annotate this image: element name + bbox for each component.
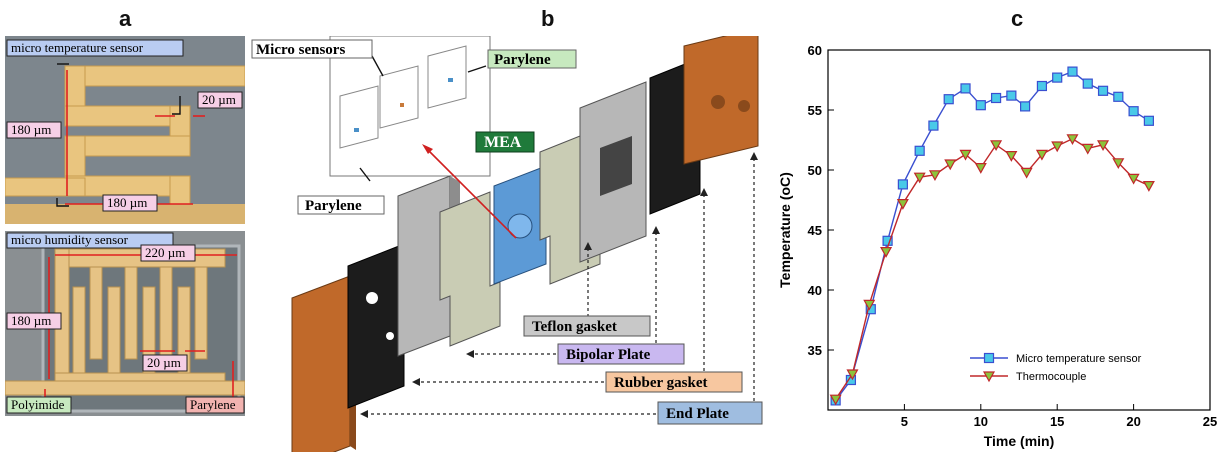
data-point	[1142, 181, 1155, 192]
temperature-sensor-micrograph: micro temperature sensor 20 µm 180 µm 18…	[5, 36, 245, 224]
legend-marker	[983, 352, 995, 364]
panel-a-bottom-title: micro humidity sensor	[11, 232, 129, 247]
data-point	[863, 299, 876, 311]
panel-b-exploded-diagram: Micro sensors Parylene Parylene	[251, 36, 763, 452]
mea-label: MEA	[484, 134, 522, 151]
data-point	[1097, 140, 1110, 152]
y-axis-label: Temperature (oC)	[777, 172, 793, 288]
panel-letter-a: a	[119, 6, 132, 31]
panel-a-top-width-label: 180 µm	[107, 195, 147, 210]
y-tick-label: 60	[808, 43, 822, 58]
chart-ticks: 5 10 15 20 25 35 40 45 50 55 60	[808, 43, 1218, 429]
data-point	[1035, 149, 1048, 161]
data-point	[990, 140, 1003, 152]
data-point	[928, 120, 939, 131]
panel-a-top-height-label: 180 µm	[11, 122, 51, 137]
data-point	[1113, 91, 1124, 102]
x-tick-label: 10	[974, 414, 988, 429]
panel-letter-c: c	[1011, 6, 1024, 31]
data-point	[1081, 143, 1094, 155]
x-tick-label: 20	[1126, 414, 1140, 429]
data-point	[1067, 66, 1078, 77]
x-tick-label: 15	[1050, 414, 1064, 429]
data-point	[1127, 173, 1140, 185]
humidity-sensor-micrograph: micro humidity sensor 220 µm 180 µm 20 µ…	[5, 231, 245, 416]
polyimide-label: Polyimide	[11, 397, 65, 412]
data-point	[974, 163, 987, 174]
data-point	[928, 170, 941, 182]
bipolar-plate-label: Bipolar Plate	[566, 347, 651, 363]
end-plate-label: End Plate	[666, 406, 729, 422]
data-point	[1052, 72, 1063, 83]
data-point	[990, 92, 1002, 104]
y-tick-label: 50	[808, 163, 822, 178]
end-plate-right	[683, 36, 759, 165]
teflon-gasket-left	[439, 191, 501, 347]
chart-series	[829, 66, 1155, 406]
data-point	[959, 149, 972, 161]
bipolar-plate-right	[579, 81, 647, 263]
data-point	[1143, 115, 1154, 126]
rubber-gasket-left	[347, 243, 405, 409]
parylene-label-a: Parylene	[190, 397, 236, 412]
legend-label: Micro temperature sensor	[1016, 353, 1142, 365]
data-point	[960, 83, 971, 94]
data-point	[1128, 106, 1139, 117]
data-point	[1097, 85, 1109, 96]
y-tick-label: 55	[808, 103, 822, 118]
data-point	[896, 199, 909, 210]
end-plate-left	[291, 275, 356, 452]
panel-letter-b: b	[541, 6, 555, 31]
data-point	[1006, 90, 1017, 101]
data-point	[897, 179, 908, 190]
panel-a-micrographs: micro temperature sensor 20 µm 180 µm 18…	[5, 36, 245, 416]
micro-sensors-inset: Micro sensors Parylene Parylene	[251, 36, 577, 215]
panel-a-top-gap-label: 20 µm	[202, 92, 236, 107]
data-point	[1036, 80, 1048, 92]
data-point	[846, 369, 859, 381]
legend-marker	[982, 371, 996, 383]
teflon-gasket-label: Teflon gasket	[532, 319, 617, 335]
data-point	[975, 100, 986, 111]
data-point	[914, 145, 925, 156]
parylene-left-label: Parylene	[305, 198, 362, 214]
data-point	[913, 172, 926, 184]
y-tick-label: 45	[808, 223, 822, 238]
data-point	[1112, 158, 1125, 170]
data-point	[943, 94, 954, 105]
panel-a-bottom-width-label: 220 µm	[145, 245, 185, 260]
data-point	[829, 394, 842, 406]
x-tick-label: 5	[901, 414, 908, 429]
data-point	[880, 247, 893, 258]
mea-membrane	[493, 165, 547, 285]
x-axis-label: Time (min)	[984, 433, 1055, 449]
panel-a-bottom-height-label: 180 µm	[11, 313, 51, 328]
data-point	[1066, 134, 1079, 146]
data-point	[1005, 150, 1018, 162]
rubber-gasket-label: Rubber gasket	[614, 375, 708, 391]
data-point	[944, 159, 957, 171]
legend-label: Thermocouple	[1016, 371, 1086, 383]
y-tick-label: 35	[808, 343, 822, 358]
panel-a-top-title: micro temperature sensor	[11, 40, 144, 55]
micro-sensors-label: Micro sensors	[256, 42, 345, 58]
data-point	[1051, 141, 1064, 153]
panel-c-temperature-chart: 5 10 15 20 25 35 40 45 50 55 60 Time (min) Tempera…	[777, 43, 1218, 449]
data-point	[1020, 167, 1033, 179]
y-tick-label: 40	[808, 283, 822, 298]
panel-a-bottom-gap-label: 20 µm	[147, 355, 181, 370]
data-point	[1082, 78, 1093, 89]
x-tick-label: 25	[1203, 414, 1217, 429]
parylene-top-label: Parylene	[494, 52, 551, 68]
data-point	[1020, 101, 1031, 112]
